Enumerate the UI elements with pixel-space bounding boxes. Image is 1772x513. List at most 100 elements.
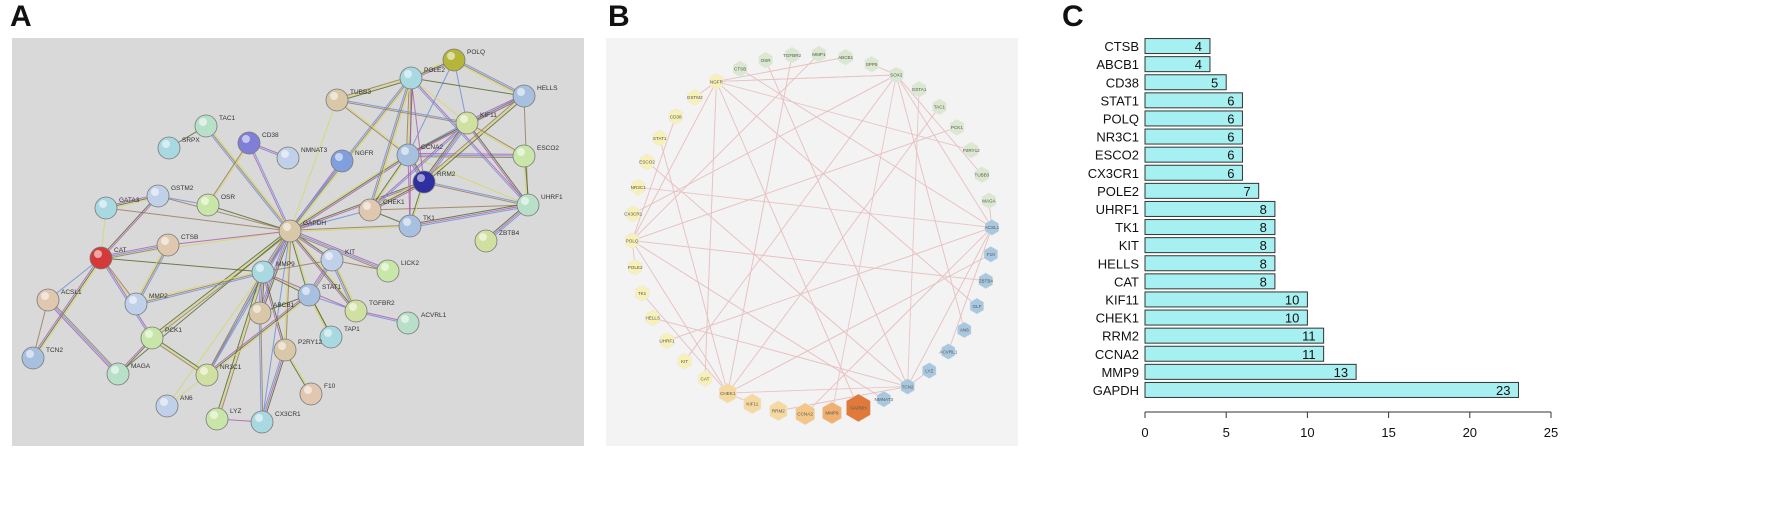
bar <box>1144 381 1520 398</box>
network-b-edge <box>632 74 897 215</box>
network-a-node[interactable]: CAT <box>89 246 127 270</box>
network-b-node[interactable]: CD38 <box>668 108 683 125</box>
network-b-node[interactable]: P2RY12 <box>963 141 980 159</box>
network-b-node[interactable]: NGFR <box>709 73 724 90</box>
bar <box>1144 164 1243 181</box>
network-a-node[interactable]: STAT1 <box>297 283 342 307</box>
network-b-node[interactable]: KIT <box>677 352 692 370</box>
network-a-edge <box>410 77 468 124</box>
network-b-node[interactable]: F10 <box>983 246 999 263</box>
bar-value-label: 11 <box>1302 347 1316 362</box>
network-a-node[interactable]: ESCO2 <box>512 144 559 168</box>
network-a-node[interactable]: ACVRL1 <box>396 311 447 335</box>
network-b-node-label: SPP5 <box>866 62 878 67</box>
network-b-node[interactable]: TK1 <box>634 285 650 302</box>
network-a-node[interactable]: TK1 <box>398 214 435 238</box>
network-a-node[interactable]: PCK1 <box>140 326 182 350</box>
network-b-node[interactable]: ESCO2 <box>639 153 655 171</box>
network-a-node[interactable]: P2RY12 <box>273 338 322 362</box>
network-a-node-label: STAT1 <box>322 284 342 291</box>
network-b-node-label: POLQ <box>626 238 639 243</box>
network-b-node[interactable]: CAT <box>697 370 713 387</box>
network-b-node[interactable]: TUBB3 <box>975 166 990 183</box>
network-b-node[interactable]: CHEK1 <box>718 382 737 404</box>
network-b-node[interactable]: MMP1 <box>811 45 827 63</box>
network-b-node[interactable]: CTSB <box>733 60 748 78</box>
network-b-node[interactable]: ABCB1 <box>838 48 854 66</box>
network-b-node[interactable]: ZBTB4 <box>978 272 994 290</box>
network-a-node[interactable]: CD38 <box>237 131 279 155</box>
network-b-node[interactable]: GLF <box>969 297 985 315</box>
network-b-node[interactable]: TCN2 <box>900 378 915 395</box>
network-a-node[interactable]: TCN2 <box>21 346 63 370</box>
network-b-node[interactable]: HELLS <box>645 309 660 327</box>
network-a-node[interactable]: AN6 <box>155 394 193 418</box>
bar-value-label: 10 <box>1285 292 1299 307</box>
network-a-node[interactable]: CHEK1 <box>358 198 405 222</box>
network-a-edge <box>289 180 424 231</box>
network-a-node[interactable]: GAPDH <box>278 219 326 243</box>
network-a-node[interactable]: KIT <box>320 248 355 272</box>
network-a-node[interactable]: RRM2 <box>412 170 456 194</box>
network-b-node-label: TAC1 <box>934 105 946 110</box>
network-a-node[interactable]: GATA3 <box>94 196 140 220</box>
network-b-node[interactable]: STAT1 <box>652 129 667 147</box>
network-b-node[interactable]: SPP5 <box>864 55 879 73</box>
network-a-node[interactable]: NMNAT3 <box>276 146 328 170</box>
network-a-node[interactable]: MMP2 <box>124 292 168 316</box>
network-b-node[interactable]: TGFBR2 <box>783 46 802 64</box>
network-b-node[interactable]: POLQ <box>624 232 640 249</box>
network-b-node[interactable]: MAGA <box>981 192 997 209</box>
network-a-edge <box>422 94 524 182</box>
network-b-node[interactable]: KIF11 <box>743 393 762 415</box>
network-b-node[interactable]: CX3CR1 <box>624 205 643 222</box>
network-b-edge <box>652 317 908 387</box>
network-b-node[interactable]: GAPDH <box>846 393 871 423</box>
network-a-node[interactable]: CX3CR1 <box>250 410 301 434</box>
network-a-node[interactable]: ZBTB4 <box>474 229 520 253</box>
network-a-node[interactable]: OSR <box>196 193 235 217</box>
network-a-node[interactable]: NGFR <box>330 149 374 173</box>
network-b-node[interactable]: UHRF1 <box>659 332 675 349</box>
network-a-node[interactable]: NR3C1 <box>195 363 242 387</box>
network-a-node[interactable]: TUBB3 <box>325 88 371 112</box>
network-b-node[interactable]: ACVRL1 <box>939 343 958 360</box>
network-a-node[interactable]: TGFBR2 <box>344 299 395 323</box>
network-b-node[interactable]: NR3C1 <box>631 178 647 196</box>
network-a-node[interactable]: MAGA <box>106 362 151 386</box>
network-a-node-label: TAP1 <box>344 326 360 333</box>
network-a-node[interactable]: UHRF1 <box>516 193 563 217</box>
network-b-node[interactable]: GSTM2 <box>687 89 703 106</box>
network-b-node[interactable]: MMP9 <box>822 401 842 425</box>
network-a-node[interactable]: F10 <box>299 382 336 406</box>
network-a-node[interactable]: TAC1 <box>194 114 236 138</box>
network-a-node[interactable]: CCNA2 <box>396 143 443 167</box>
network-b-node[interactable]: AN6 <box>957 321 972 339</box>
network-a-node[interactable]: MMP9 <box>251 260 295 284</box>
network-a-node[interactable]: KIF11 <box>455 111 497 135</box>
network-a-node[interactable]: TAP1 <box>319 325 360 349</box>
category-label: CX3CR1 <box>1088 166 1139 181</box>
network-a-node[interactable]: POLQ <box>442 48 485 72</box>
network-b-node[interactable]: PCK1 <box>949 119 965 136</box>
network-a-node[interactable]: LYZ <box>205 407 241 431</box>
network-b-node[interactable]: ACSL1 <box>985 219 1000 236</box>
network-a-node-label: F10 <box>324 383 336 390</box>
network-b-node[interactable]: POLE2 <box>628 259 643 276</box>
network-b-node[interactable]: GSTA1 <box>912 81 927 98</box>
network-a-node[interactable]: POLE2 <box>399 66 445 90</box>
network-b-node[interactable]: TAC1 <box>932 98 947 116</box>
network-a-node[interactable]: SRPX <box>157 136 200 160</box>
network-b-node[interactable]: LYZ <box>922 362 937 379</box>
network-a-node[interactable]: CTSB <box>156 233 198 257</box>
network-a-node[interactable]: ACSL1 <box>36 288 82 312</box>
network-b-node[interactable]: SOX2 <box>889 66 904 84</box>
network-b-node[interactable]: RRM2 <box>769 400 788 422</box>
network-b-node[interactable]: NMNAT3 <box>875 390 894 408</box>
network-a-node[interactable]: ABCB1 <box>248 301 295 325</box>
network-b-node[interactable]: OSR <box>758 51 773 69</box>
network-b-node[interactable]: CCNA2 <box>795 402 815 426</box>
network-a-node[interactable]: HELLS <box>512 84 558 108</box>
network-a-node[interactable]: LICK2 <box>376 259 419 283</box>
network-a-node[interactable]: GSTM2 <box>146 184 194 208</box>
